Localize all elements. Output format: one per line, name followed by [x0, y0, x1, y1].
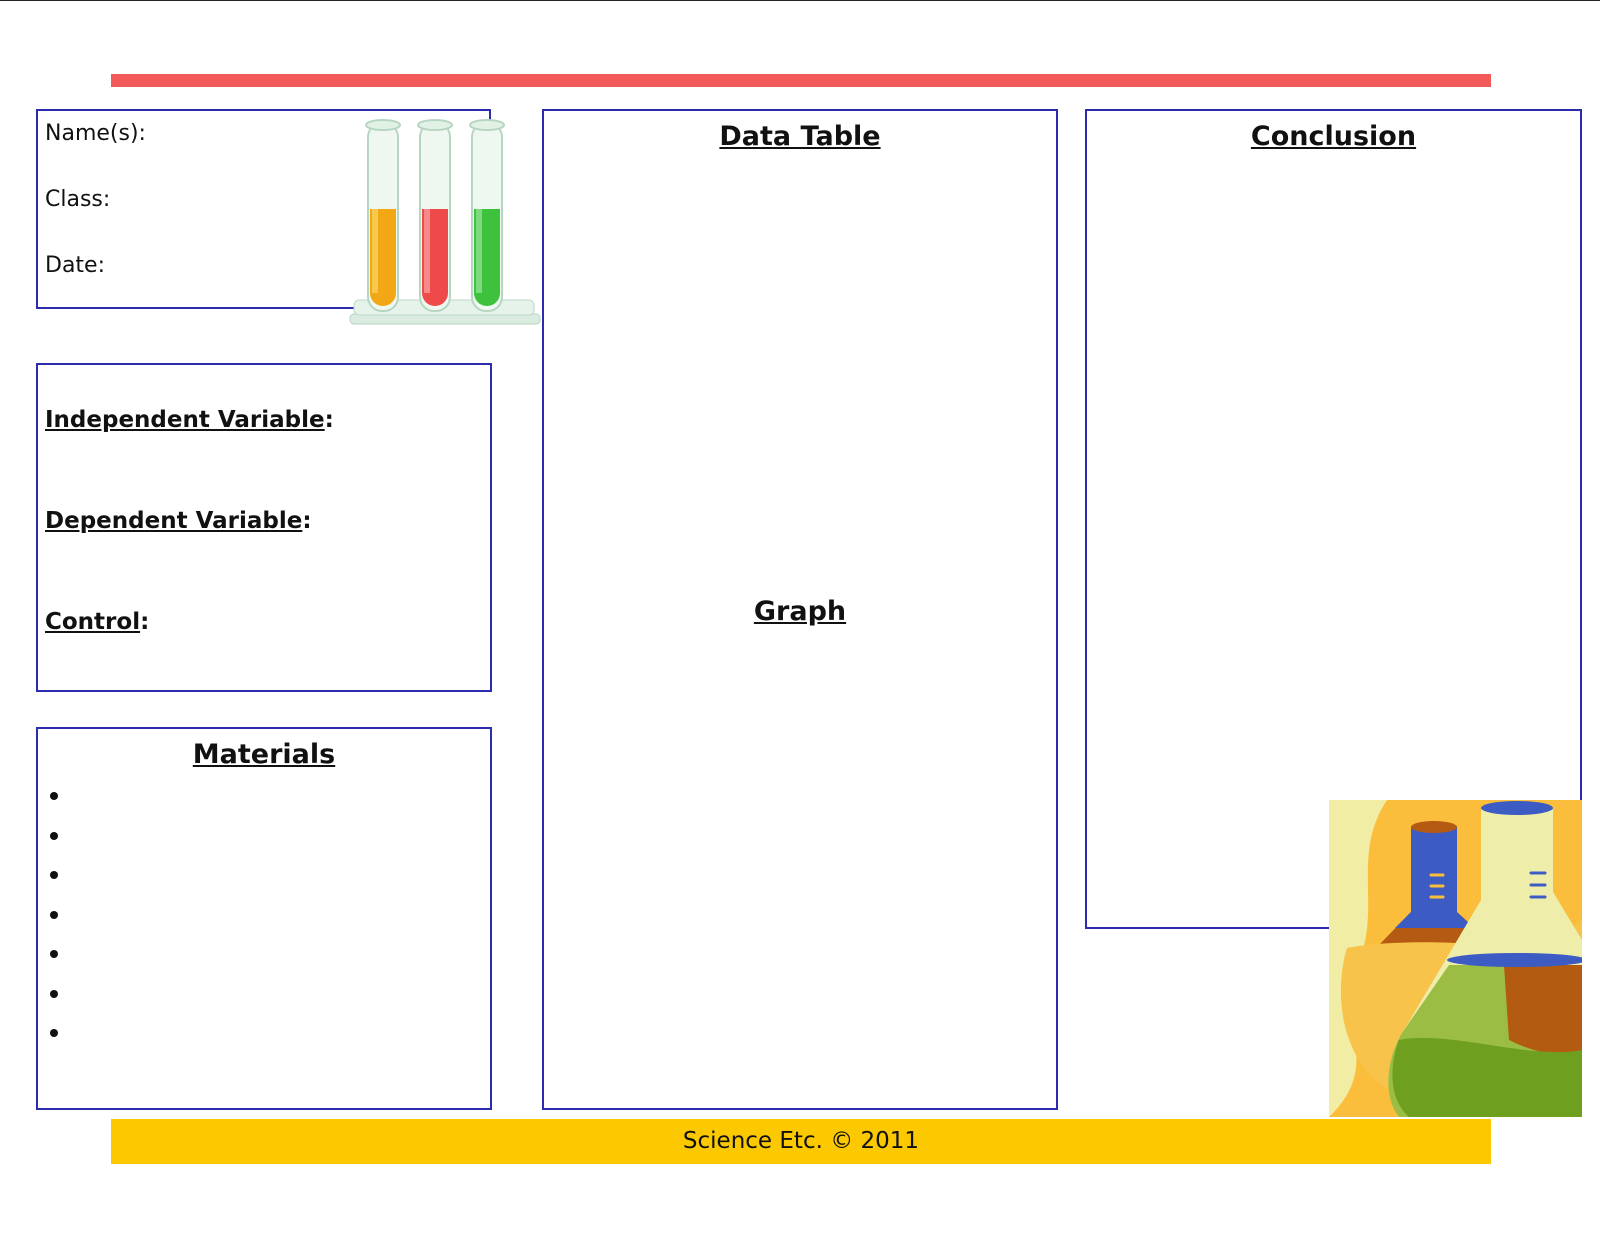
data-table-graph-box: Data Table Graph — [542, 109, 1058, 1110]
data-table-heading: Data Table — [719, 121, 881, 152]
bullet-icon — [50, 989, 58, 998]
top-border-line — [0, 0, 1600, 1]
header-red-bar — [111, 74, 1491, 87]
control-label: Control: — [45, 609, 150, 635]
names-label: Name(s): — [45, 121, 146, 146]
date-label: Date: — [45, 253, 105, 278]
bullet-icon — [50, 1029, 58, 1037]
materials-heading: Materials — [192, 739, 336, 770]
test-tubes-icon — [348, 117, 544, 335]
graph-heading: Graph — [753, 596, 847, 627]
flasks-icon — [1329, 800, 1587, 1117]
independent-variable-label: Independent Variable: — [45, 407, 334, 433]
class-label: Class: — [45, 187, 111, 212]
bullet-icon — [50, 950, 58, 958]
conclusion-box: Conclusion — [1085, 109, 1582, 929]
conclusion-heading: Conclusion — [1250, 121, 1417, 152]
footer-bar: Science Etc. © 2011 — [111, 1119, 1491, 1164]
bullet-icon — [50, 871, 58, 879]
bullet-icon — [50, 792, 58, 800]
student-info-box: Name(s): Class: Date: — [36, 109, 491, 309]
bullet-icon — [50, 831, 58, 840]
footer-copyright: Science Etc. © 2011 — [682, 1128, 920, 1154]
materials-box: Materials — [36, 727, 492, 1110]
dependent-variable-label: Dependent Variable: — [45, 508, 312, 534]
variables-box: Independent Variable: Dependent Variable… — [36, 363, 492, 692]
bullet-icon — [50, 910, 58, 919]
